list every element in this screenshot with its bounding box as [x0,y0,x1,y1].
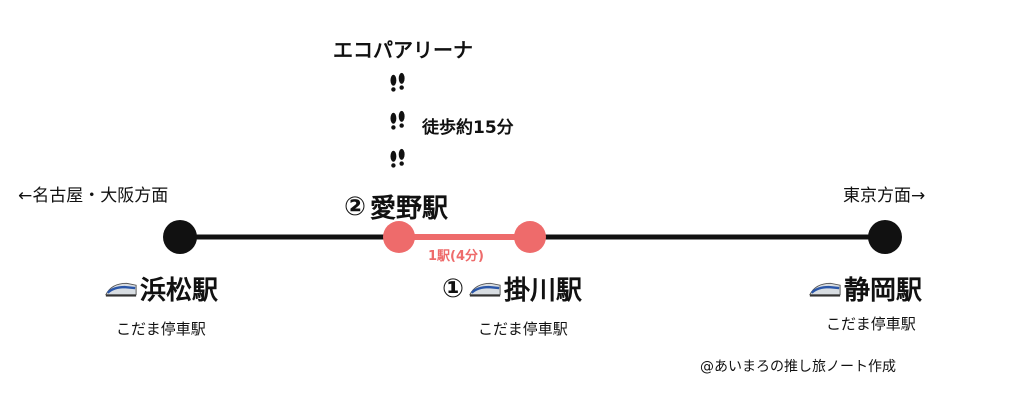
station-number-1: ① [442,273,465,304]
footprints-icon [390,72,405,92]
shinkansen-icon [469,282,501,297]
station-hamamatsu: 浜松駅 [104,270,218,307]
station-sub-kakegawa: こだま停車駅 [478,320,568,338]
footprints-icon [390,110,405,130]
station-kakegawa: ① 掛川駅 [442,270,582,307]
footprints-icon [390,148,405,168]
station-dot-kakegawa [514,221,546,253]
station-sub-hamamatsu: こだま停車駅 [116,320,206,338]
shinkansen-icon [809,282,841,297]
credit: @あいまろの推し旅ノート作成 [700,359,896,375]
station-dot-hamamatsu [163,220,197,254]
station-dot-shizuoka [868,220,902,254]
station-dot-aino [383,221,415,253]
station-shizuoka: 静岡駅 [808,270,922,307]
station-name-shizuoka: 静岡駅 [844,276,923,306]
station-name-aino: 愛野駅 [370,194,449,224]
station-name-kakegawa: 掛川駅 [504,276,583,306]
walk-time: 徒歩約15分 [422,118,514,138]
station-aino: ② 愛野駅 [344,188,448,225]
destination-right: 東京方面→ [843,186,926,206]
destination-left: ←名古屋・大阪方面 [18,186,169,206]
station-sub-shizuoka: こだま停車駅 [826,315,916,333]
segment-label: 1駅(4分) [428,249,484,264]
shinkansen-icon [105,282,137,297]
station-number-2: ② [344,191,367,222]
arena-name: エコパアリーナ [333,38,473,62]
station-name-hamamatsu: 浜松駅 [140,276,219,306]
